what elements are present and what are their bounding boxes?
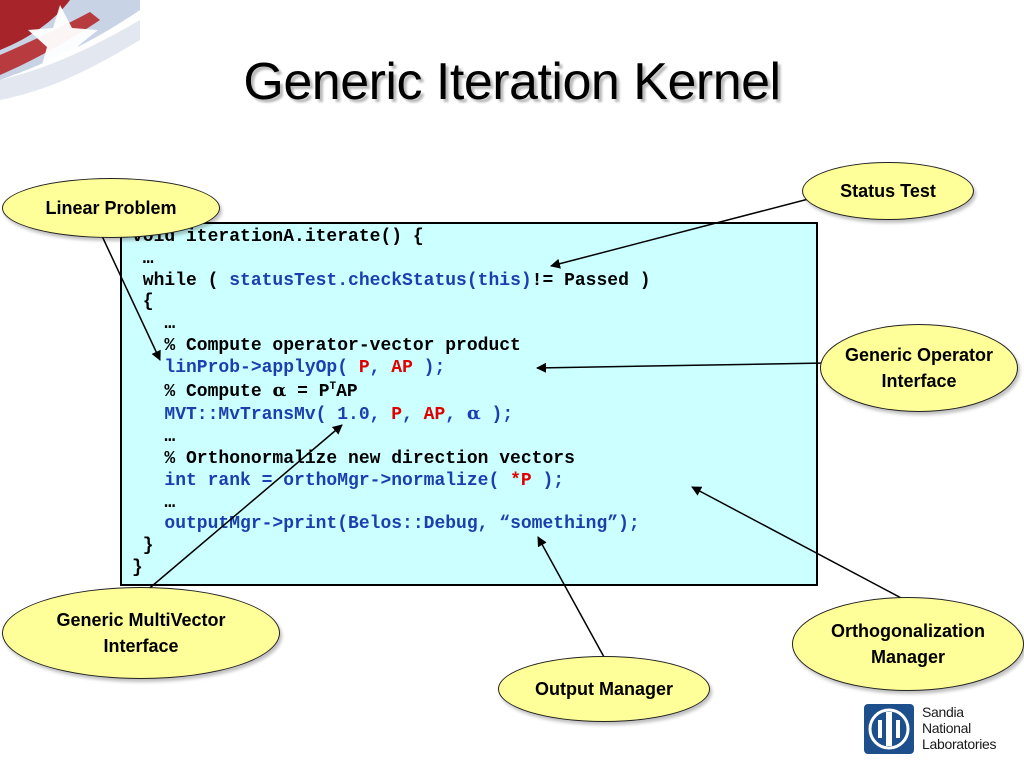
code-token: , [402,405,424,426]
arrow-generic-operator [536,362,827,373]
code-token: ); [412,357,446,378]
callout-status-test: Status Test [802,162,974,220]
flag-decoration [0,0,140,100]
code-line: % Compute α = PTAP [132,380,651,404]
code-token: … [132,314,176,335]
callout-linear-problem: Linear Problem [2,178,220,238]
slide-title: Generic Iteration Kernel [243,53,781,111]
arrow-status-test [550,195,821,269]
code-token: statusTest.checkStatus(this) [229,270,532,291]
code-token: ); [480,405,514,426]
code-token: } [132,557,143,578]
arrow-generic-multivector [144,424,343,593]
code-token: … [132,427,176,448]
code-token: … [132,492,176,513]
arrow-orthogonalization [691,486,906,601]
code-token: P [358,357,370,378]
code-line: … [132,249,651,271]
callout-orthogonalization: Orthogonalization Manager [792,597,1024,691]
sandia-logo-text: Sandia National Laboratories [922,704,997,752]
code-token: while ( [132,270,230,291]
code-line: } [132,558,651,580]
code-token: != Passed ) [531,270,651,291]
sandia-logo: Sandia National Laboratories [862,702,1012,758]
code-token: … [132,248,154,269]
code-token: α [272,379,287,401]
code-token: int rank = orthoMgr->normalize( [132,470,511,491]
code-token: AP [423,405,446,426]
code-token: % Compute [132,381,273,402]
callout-output-manager: Output Manager [498,656,710,722]
code-line: linProb->applyOp( P, AP ); [132,358,651,380]
code-line: outputMgr->print(Belos::Debug, “somethin… [132,514,651,536]
code-token: MVT::MvTransMv( 1.0, [132,405,392,426]
code-token: α [466,403,481,425]
code-token: outputMgr->print(Belos::Debug, “ [132,514,511,535]
arrow-output-manager [537,536,605,658]
callout-generic-operator: Generic Operator Interface [820,324,1018,412]
code-token: = P [286,381,330,402]
code-line: … [132,314,651,336]
code-box: void iterationA.iterate() { … while ( st… [120,222,818,586]
sandia-logo-mark [864,704,914,754]
code-token: , [445,405,467,426]
code-token: % Compute operator-vector product [132,335,521,356]
code-token: P [391,405,403,426]
code-line: } [132,536,651,558]
code-token: T [329,380,337,393]
code-line: … [132,493,651,515]
code-token: something [510,514,608,535]
code-line: { [132,292,651,314]
code-token: , [369,357,392,378]
code-line: … [132,427,651,449]
code-line: int rank = orthoMgr->normalize( *P ); [132,471,651,493]
code-token: linProb->applyOp( [132,357,359,378]
code-token: % Orthonormalize new direction vectors [132,448,575,469]
code-line: while ( statusTest.checkStatus(this)!= P… [132,271,651,293]
code-token: { [132,292,154,313]
code-token: *P [510,470,532,491]
code-token: AP [336,381,358,402]
code-token: ); [531,470,565,491]
code-token: } [132,536,154,557]
code-token: AP [391,357,413,378]
callout-generic-multivector: Generic MultiVector Interface [2,587,280,679]
code-line: % Compute operator-vector product [132,336,651,358]
code-line: MVT::MvTransMv( 1.0, P, AP, α ); [132,403,651,427]
code-token: ”); [607,514,640,535]
code-line: % Orthonormalize new direction vectors [132,449,651,471]
arrow-linear-problem [101,235,161,361]
